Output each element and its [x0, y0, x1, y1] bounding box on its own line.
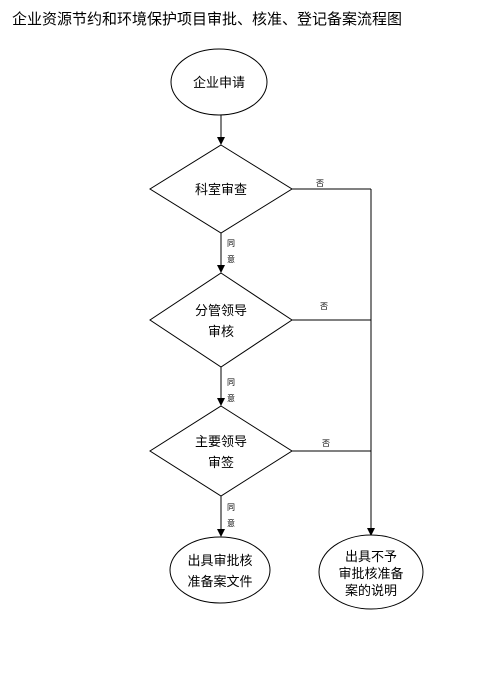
decision-dept-review-label: 科室审查	[195, 182, 247, 198]
end-approve-node	[169, 536, 271, 604]
end-reject-label-line1: 出具不予	[345, 550, 397, 565]
diagram-title: 企业资源节约和环境保护项目审批、核准、登记备案流程图	[12, 10, 403, 28]
decision-deputy-review-label-line1: 分管领导	[195, 304, 247, 319]
decision-deputy-review-label-line2: 审核	[208, 325, 234, 340]
no-label-1: 否	[316, 179, 324, 188]
end-reject-label-line2: 审批核准备	[338, 566, 403, 582]
decision-deputy-review	[149, 272, 293, 368]
decision-chief-sign-label-line1: 主要领导	[195, 435, 247, 450]
yes-label-3a: 同	[227, 503, 235, 512]
yes-label-3b: 意	[227, 518, 235, 528]
end-reject-label-line3: 案的说明	[345, 583, 397, 599]
yes-label-2b: 意	[227, 393, 235, 403]
decision-chief-sign-label-line2: 审签	[208, 455, 234, 471]
end-approve-label-line2: 准备案文件	[187, 574, 252, 590]
end-approve-label-line1: 出具审批核	[187, 554, 252, 569]
no-label-3: 否	[322, 439, 330, 448]
yes-label-1b: 意	[227, 254, 235, 264]
no-label-2: 否	[320, 302, 328, 311]
yes-label-2a: 同	[227, 378, 235, 387]
decision-chief-sign	[149, 405, 293, 497]
yes-label-1a: 同	[227, 239, 235, 248]
start-node	[170, 48, 268, 116]
start-node-label: 企业申请	[193, 75, 245, 91]
end-reject-node	[318, 534, 424, 610]
